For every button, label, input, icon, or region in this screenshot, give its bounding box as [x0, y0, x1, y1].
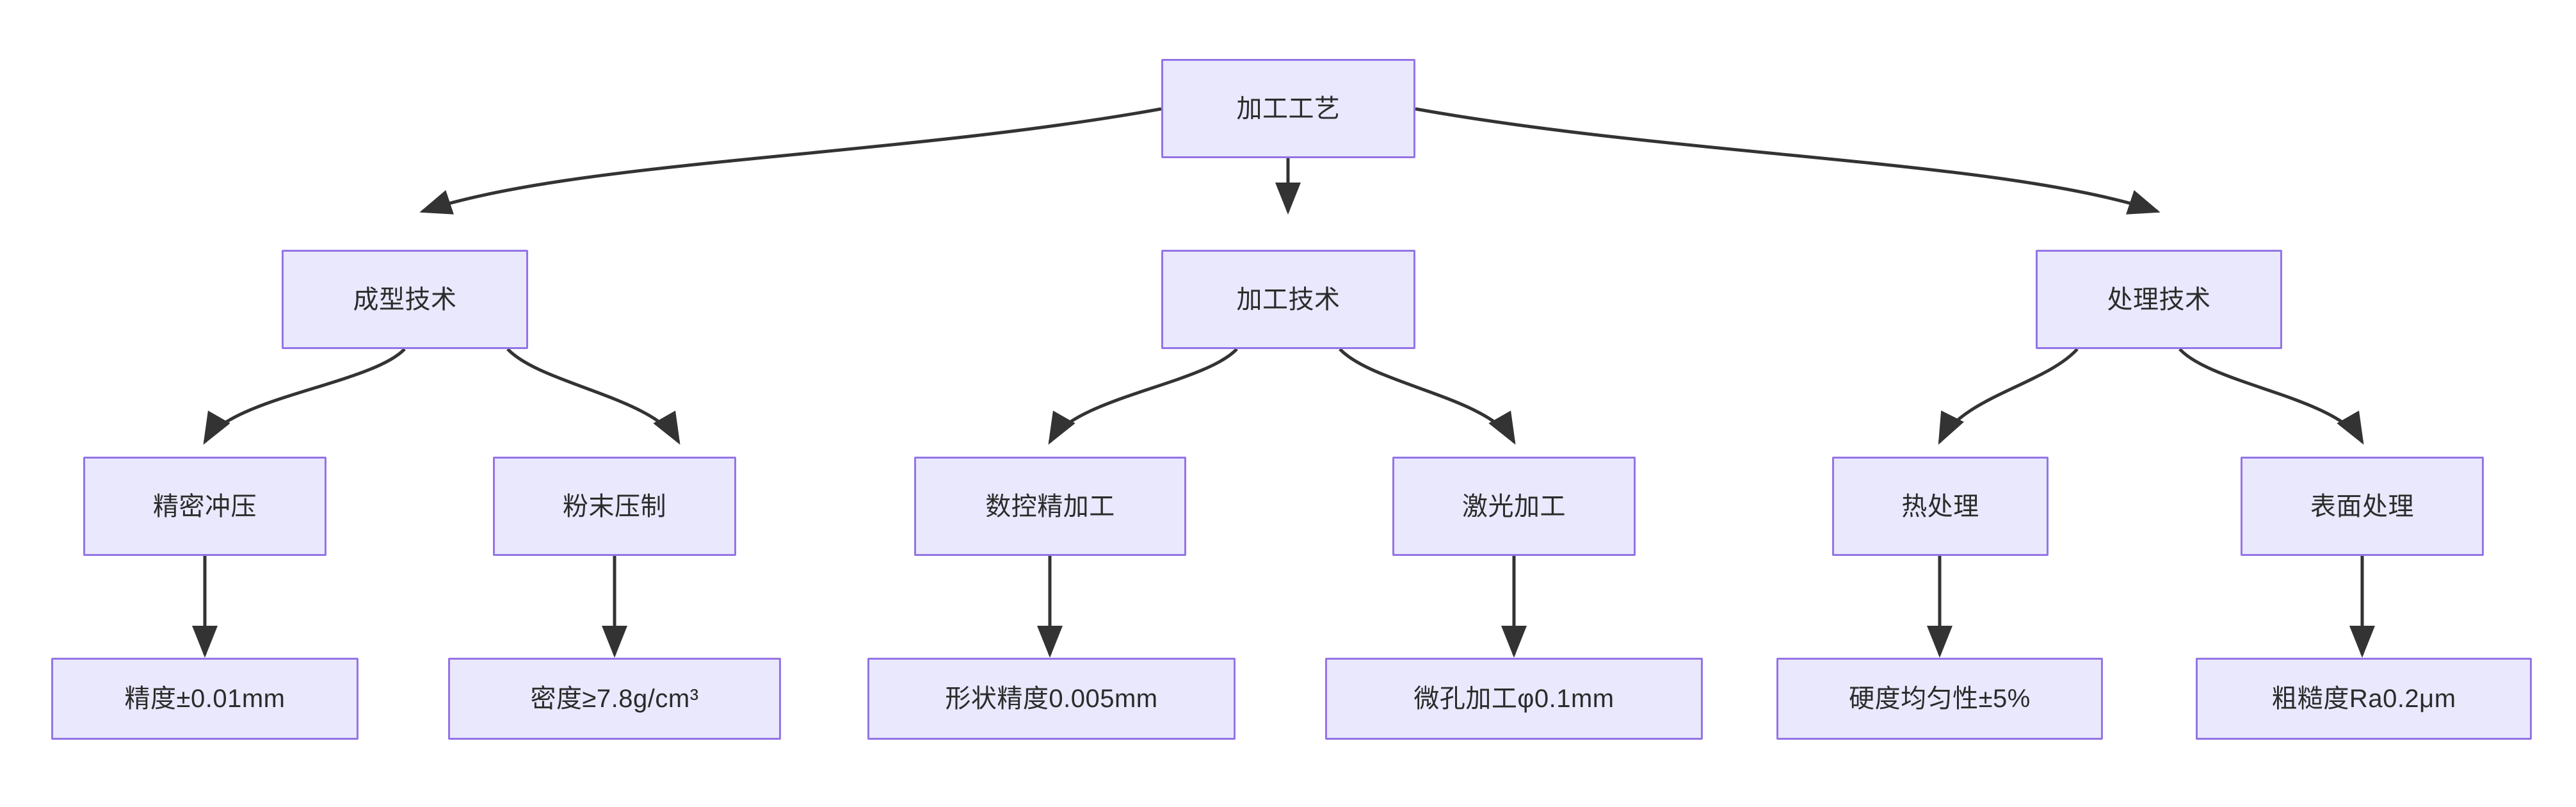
- node-treatment[interactable]: 处理技术: [2036, 250, 2282, 349]
- node-precision-stamping-label: 精密冲压: [153, 492, 257, 521]
- edge-treatment-to-heat-treatment: [1938, 348, 2079, 445]
- node-spec-accuracy[interactable]: 精度±0.01mm: [51, 658, 358, 740]
- node-powder-pressing[interactable]: 粉末压制: [493, 457, 736, 556]
- node-spec-microhole-label: 微孔加工φ0.1mm: [1413, 685, 1614, 713]
- edge-machining-to-cnc-finishing: [1048, 348, 1238, 445]
- node-spec-microhole[interactable]: 微孔加工φ0.1mm: [1325, 658, 1703, 740]
- node-spec-form-accuracy[interactable]: 形状精度0.005mm: [867, 658, 1236, 740]
- node-cnc-finishing-label: 数控精加工: [985, 492, 1115, 521]
- node-precision-stamping[interactable]: 精密冲压: [83, 457, 326, 556]
- node-spec-roughness[interactable]: 粗糙度Ra0.2μm: [2196, 658, 2532, 740]
- node-laser-machining-label: 激光加工: [1462, 492, 1566, 521]
- node-heat-treatment[interactable]: 热处理: [1832, 457, 2049, 556]
- edge-machining-to-laser-machining: [1339, 348, 1516, 445]
- edge-forming-to-precision-stamping: [203, 348, 406, 445]
- node-powder-pressing-label: 粉末压制: [563, 492, 666, 521]
- edge-treatment-to-surface-treatment: [2178, 348, 2364, 445]
- node-surface-treatment-label: 表面处理: [2310, 492, 2414, 521]
- node-spec-density[interactable]: 密度≥7.8g/cm³: [448, 658, 781, 740]
- node-heat-treatment-label: 热处理: [1901, 492, 1979, 521]
- node-spec-hardness-label: 硬度均匀性±5%: [1849, 685, 2031, 713]
- edge-root-to-forming: [419, 107, 1162, 215]
- node-cnc-finishing[interactable]: 数控精加工: [914, 457, 1186, 556]
- node-spec-roughness-label: 粗糙度Ra0.2μm: [2271, 685, 2456, 713]
- node-spec-form-accuracy-label: 形状精度0.005mm: [945, 685, 1158, 713]
- edge-forming-to-powder-pressing: [506, 348, 680, 445]
- node-forming-label: 成型技术: [353, 285, 457, 314]
- node-machining-label: 加工技术: [1236, 285, 1340, 314]
- node-spec-hardness[interactable]: 硬度均匀性±5%: [1776, 658, 2103, 740]
- node-surface-treatment[interactable]: 表面处理: [2241, 457, 2484, 556]
- node-forming[interactable]: 成型技术: [282, 250, 528, 349]
- node-machining[interactable]: 加工技术: [1161, 250, 1415, 349]
- node-spec-density-label: 密度≥7.8g/cm³: [530, 685, 699, 713]
- node-root[interactable]: 加工工艺: [1161, 59, 1415, 158]
- node-root-label: 加工工艺: [1236, 94, 1340, 123]
- node-laser-machining[interactable]: 激光加工: [1392, 457, 1636, 556]
- node-treatment-label: 处理技术: [2107, 285, 2211, 314]
- edge-root-to-treatment: [1415, 107, 2161, 215]
- node-spec-accuracy-label: 精度±0.01mm: [124, 685, 286, 713]
